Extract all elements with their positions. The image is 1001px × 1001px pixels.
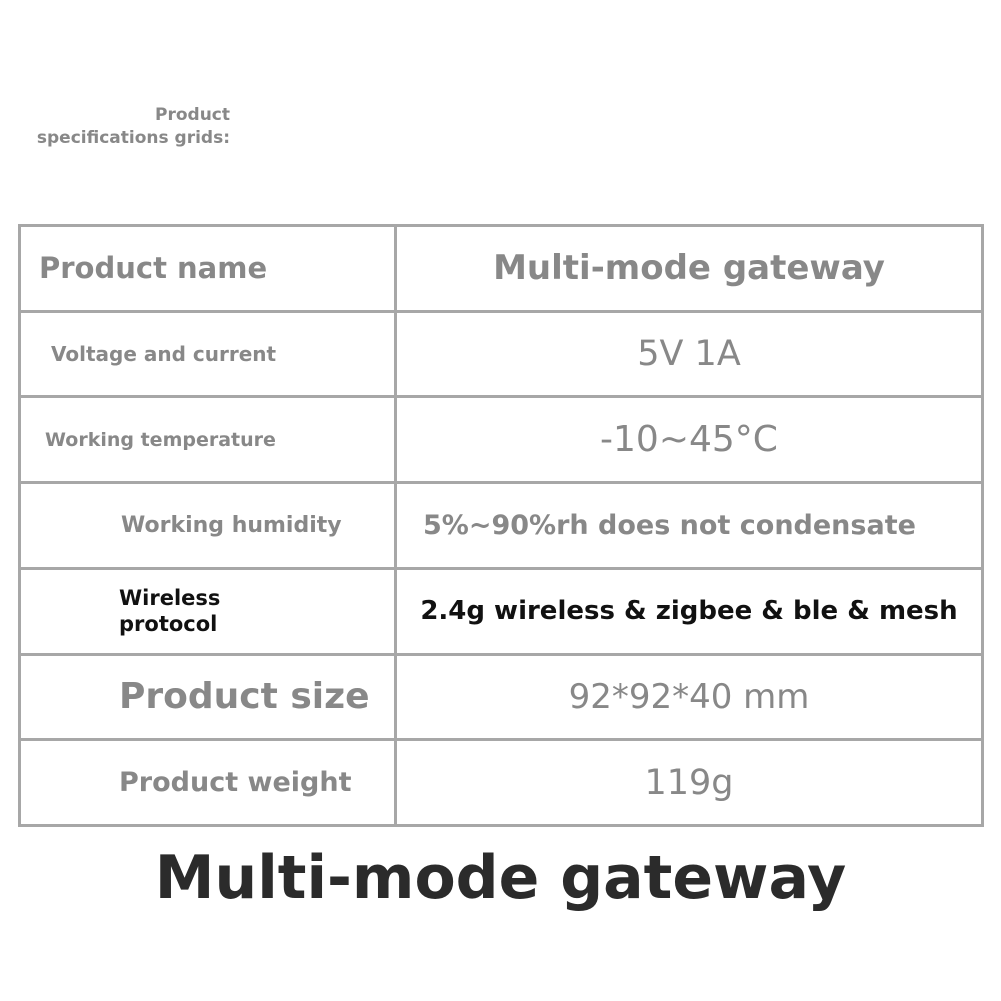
spec-label-voltage: Voltage and current [18, 309, 397, 399]
spec-value-product-name: Multi-mode gateway [394, 224, 984, 313]
table-row: Product name Multi-mode gateway [18, 224, 984, 313]
spec-value-voltage: 5V 1A [394, 309, 984, 399]
spec-value-humidity: 5%~90%rh does not condensate [394, 481, 984, 570]
table-row: Voltage and current 5V 1A [18, 309, 984, 399]
spec-label-product-weight: Product weight [18, 738, 397, 827]
table-row: Working temperature -10~45°C [18, 395, 984, 485]
footer-title: Multi-mode gateway [154, 843, 847, 913]
table-row: Product size 92*92*40 mm [18, 652, 984, 742]
table-row: Wireless protocol 2.4g wireless & zigbee… [18, 566, 984, 656]
spec-label-product-size: Product size [18, 652, 397, 742]
spec-label-humidity: Working humidity [18, 481, 397, 570]
spec-label-product-name: Product name [18, 224, 397, 313]
spec-value-temperature: -10~45°C [394, 395, 984, 485]
spec-label-temperature: Working temperature [18, 395, 397, 485]
specifications-caption: Product specifications grids: [36, 105, 230, 148]
spec-value-product-size: 92*92*40 mm [394, 652, 984, 742]
table-row: Product weight 119g [18, 738, 984, 827]
specifications-table: Product name Multi-mode gateway Voltage … [18, 224, 984, 827]
spec-label-wireless-protocol: Wireless protocol [18, 566, 397, 656]
spec-value-wireless-protocol: 2.4g wireless & zigbee & ble & mesh [394, 566, 984, 656]
table-row: Working humidity 5%~90%rh does not conde… [18, 481, 984, 570]
spec-value-product-weight: 119g [394, 738, 984, 827]
